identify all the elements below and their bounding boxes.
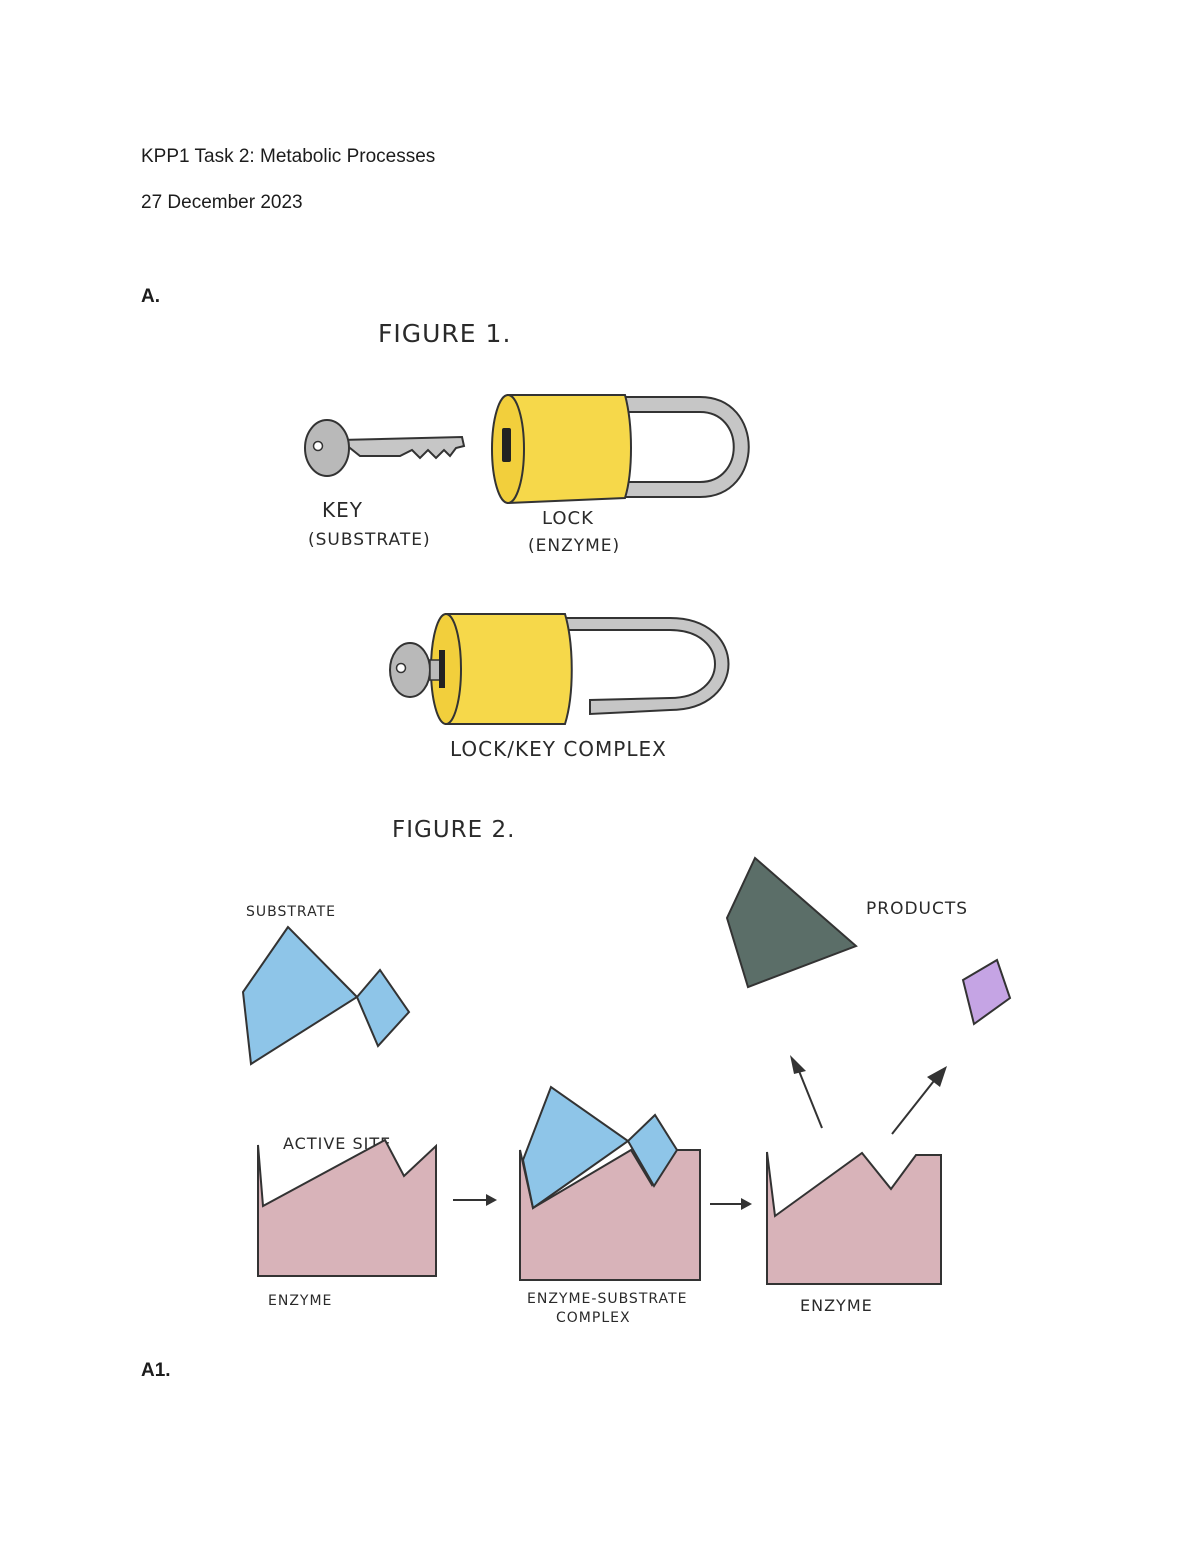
section-heading-a1: A1.	[141, 1360, 171, 1381]
product-small-illustration	[961, 958, 1012, 1026]
arrow-right-2	[710, 1198, 752, 1210]
section-heading-a: A.	[141, 286, 160, 307]
figure-2-caption: FIGURE 2.	[392, 817, 515, 843]
enzyme-label-1: ENZYME	[268, 1293, 332, 1309]
document-title: KPP1 Task 2: Metabolic Processes	[141, 146, 436, 167]
substrate-label: SUBSTRATE	[246, 904, 336, 920]
lock-body	[507, 394, 632, 505]
arrow-right-icon	[486, 1194, 497, 1206]
key-illustration	[304, 419, 466, 477]
enzyme-2-illustration	[766, 1151, 942, 1285]
enzyme-substrate-complex-illustration	[519, 1085, 701, 1281]
lock-key-complex-label: LOCK/KEY COMPLEX	[450, 737, 667, 761]
enzyme-1-illustration	[257, 1138, 437, 1277]
complex-shackle	[564, 617, 730, 716]
products-label: PRODUCTS	[866, 899, 968, 919]
keyhole-icon	[502, 428, 511, 462]
arrow-right-icon	[741, 1198, 752, 1210]
lock-label: LOCK	[542, 508, 594, 529]
complex-label-line-1: ENZYME-SUBSTRATE	[527, 1291, 687, 1307]
lock-enzyme-label: (ENZYME)	[528, 536, 620, 556]
figure-1: FIGURE 1. KEY (SUBSTRATE) LOCK (ENZYME)	[304, 319, 750, 761]
key-label: KEY	[322, 498, 363, 522]
complex-key-bow	[389, 642, 431, 698]
figure-2: FIGURE 2. SUBSTRATE PRODUCTS ACTIVE SITE…	[241, 817, 1012, 1326]
key-substrate-label: (SUBSTRATE)	[308, 530, 431, 550]
key-bow	[304, 419, 350, 477]
product-release-arrows	[790, 1055, 947, 1135]
active-site-label: ACTIVE SITE	[283, 1134, 391, 1153]
enzyme-label-2: ENZYME	[800, 1296, 873, 1315]
figure-1-caption: FIGURE 1.	[378, 319, 511, 348]
document-date: 27 December 2023	[141, 192, 303, 213]
open-lock-illustration	[491, 394, 750, 505]
arrow-up-left-icon	[790, 1055, 806, 1074]
lock-shackle	[624, 396, 750, 498]
product-large-illustration	[725, 856, 858, 989]
arrow-up-right-icon	[927, 1066, 947, 1087]
complex-lock-body	[445, 613, 573, 725]
arrow-right-1	[453, 1194, 497, 1206]
lock-key-complex-illustration	[389, 613, 730, 725]
substrate-illustration	[241, 925, 411, 1066]
complex-label-line-2: COMPLEX	[556, 1310, 631, 1326]
